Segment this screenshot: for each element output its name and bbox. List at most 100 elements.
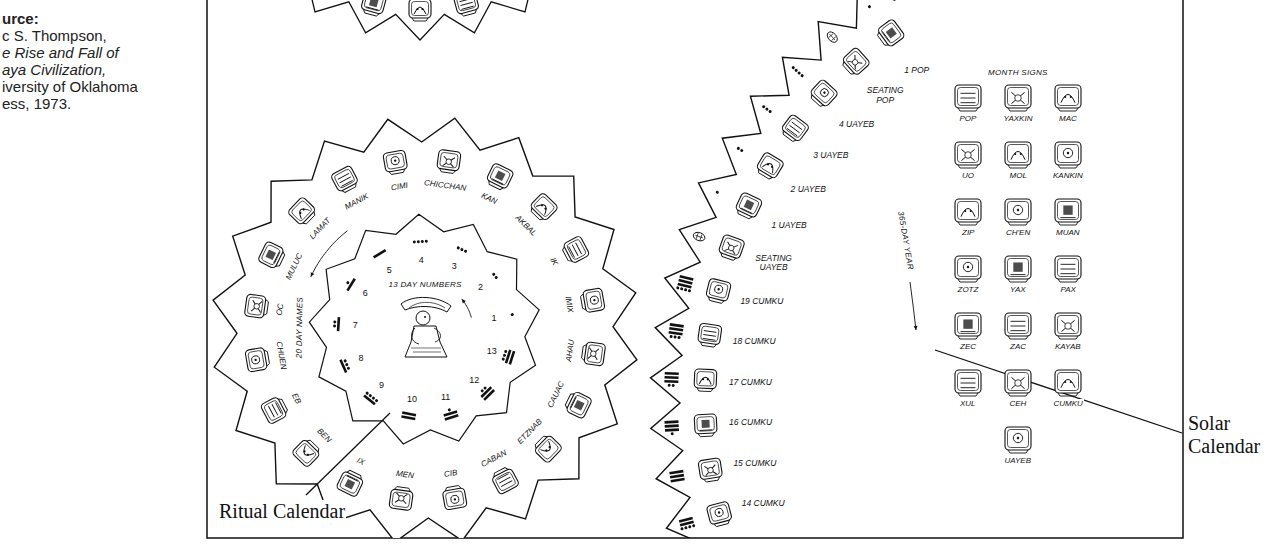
seating-sign — [825, 30, 839, 44]
seated-figure — [416, 311, 430, 325]
bar-dot-number — [671, 478, 685, 483]
bar-dot-number — [740, 148, 744, 152]
month-glyph — [1058, 108, 1078, 111]
day-glyph — [541, 204, 544, 207]
seating-sign — [692, 231, 706, 243]
day-glyph — [306, 453, 309, 456]
day-glyph — [287, 196, 318, 227]
month-glyph — [759, 155, 781, 176]
month-glyph — [1055, 85, 1081, 108]
bar-dot-number — [668, 323, 684, 339]
day-glyph — [485, 162, 514, 191]
month-glyph — [1070, 96, 1072, 98]
bar-dot-number — [421, 240, 424, 243]
day-number: 5 — [386, 265, 393, 275]
month-glyph — [1008, 450, 1028, 453]
bar-dot-number — [762, 105, 773, 114]
bar-dot-number — [444, 414, 458, 421]
seating-sign — [825, 30, 839, 44]
bar-dot-number — [791, 66, 804, 78]
day-glyph — [456, 0, 476, 11]
day-glyph — [345, 479, 356, 490]
bar-dot-number — [676, 286, 680, 290]
month-glyph — [965, 152, 972, 159]
day-glyph — [569, 394, 589, 415]
month-glyph — [881, 22, 902, 44]
month-glyph — [694, 369, 717, 392]
month-glyph — [709, 281, 729, 299]
source-line: iversity of Oklahoma — [2, 78, 138, 95]
day-glyph — [450, 495, 459, 504]
month-glyph — [1008, 336, 1028, 339]
bar-dot-number — [867, 5, 871, 9]
bar-dot-number — [510, 313, 513, 316]
bar-dot-number — [715, 190, 719, 194]
month-glyph — [1055, 85, 1081, 111]
bar-dot-number — [346, 366, 350, 370]
day-glyph — [296, 206, 309, 219]
seated-figure — [411, 348, 441, 352]
month-glyph — [1055, 370, 1081, 393]
month-glyph — [1058, 259, 1079, 277]
month-glyph — [955, 256, 981, 282]
bar-dot-number — [343, 276, 356, 291]
month-glyph — [842, 47, 871, 76]
day-glyph — [260, 396, 287, 424]
month-name: ZAC — [1009, 342, 1027, 351]
sequence-arrow — [910, 282, 916, 330]
day-glyph — [414, 7, 426, 14]
day-glyph — [586, 291, 603, 310]
month-glyph — [1058, 165, 1078, 168]
day-glyph — [295, 442, 317, 464]
day-glyph — [564, 392, 574, 408]
month-glyph — [706, 501, 732, 525]
month-glyph — [1058, 202, 1079, 220]
bar-dot-number — [371, 396, 375, 400]
day-glyph — [409, 0, 431, 21]
month-glyph — [784, 117, 806, 138]
day-number: 6 — [362, 288, 369, 298]
month-name: PAX — [1060, 285, 1077, 294]
day-glyph — [530, 192, 559, 221]
bar-dot-number — [669, 470, 684, 483]
month-glyph — [697, 323, 722, 348]
day-number: 3 — [451, 261, 458, 271]
month-glyph — [1055, 313, 1081, 336]
month-glyph — [707, 378, 709, 380]
month-glyph — [708, 297, 724, 304]
day-glyph — [560, 235, 590, 265]
day-glyph — [391, 156, 400, 165]
bar-dot-number — [676, 275, 694, 293]
month-glyph — [961, 331, 976, 332]
bar-dot-number — [456, 246, 460, 250]
solar-wheel — [651, 0, 991, 538]
month-glyph — [961, 378, 976, 387]
month-glyph — [819, 87, 830, 98]
bar-dot-number — [492, 272, 499, 279]
bar-dot-number — [672, 384, 675, 387]
bar-dot-number — [680, 527, 684, 531]
month-glyph — [697, 388, 713, 392]
month-glyph — [955, 199, 981, 222]
bar-dot-number — [483, 389, 495, 401]
bar-dot-number — [794, 68, 798, 72]
day-glyph — [347, 469, 363, 479]
month-glyph — [1020, 153, 1022, 155]
month-glyph — [1005, 256, 1031, 279]
month-glyph — [1058, 316, 1079, 334]
day-glyph — [245, 347, 268, 372]
month-glyph — [1005, 142, 1031, 168]
seated-figure — [405, 326, 447, 357]
month-glyph — [1055, 142, 1081, 168]
month-glyph — [718, 511, 721, 514]
day-glyph — [495, 0, 525, 1]
day-glyph — [495, 471, 517, 491]
month-glyph — [782, 131, 797, 143]
day-glyph — [389, 489, 413, 511]
month-glyph — [1015, 95, 1022, 102]
bar-dot-number — [401, 411, 416, 420]
month-glyph — [1011, 274, 1026, 275]
month-glyph — [1005, 85, 1031, 108]
solar-day-label: SEATING POP — [858, 86, 912, 105]
day-glyph — [307, 439, 321, 452]
